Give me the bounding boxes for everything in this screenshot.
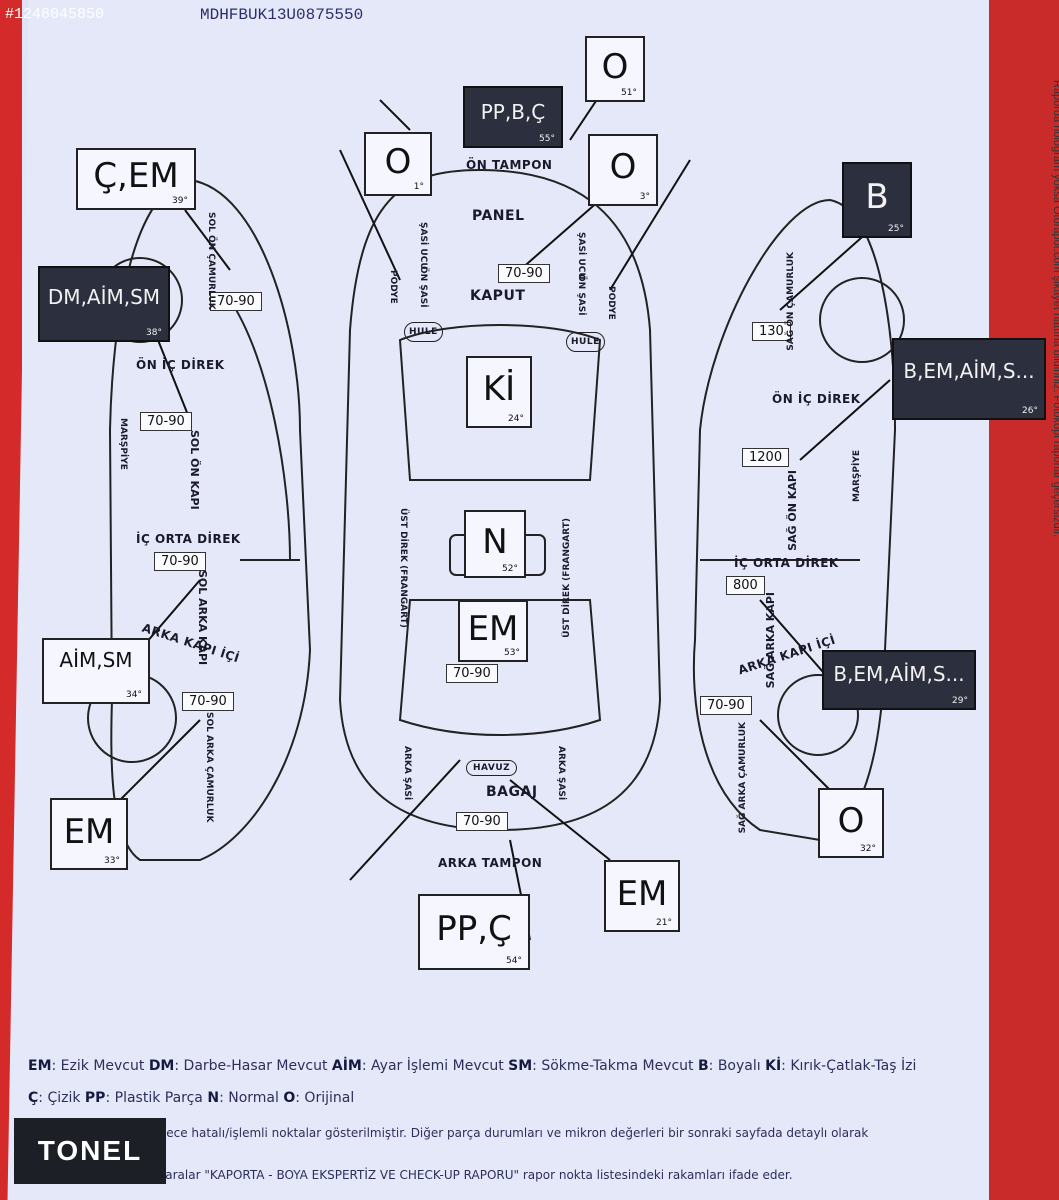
- label-sol-on-kapi: SOL ÖN KAPI: [188, 430, 201, 510]
- label-sasi-ucu-right: ŞASİ UCU: [576, 232, 586, 280]
- label-bagaj: BAGAJ: [486, 784, 538, 800]
- right-red-edge: [989, 0, 1059, 1200]
- legend-value: Ayar İşlemi Mevcut: [371, 1058, 504, 1074]
- label-ic-orta-direk-left: İÇ ORTA DİREK: [136, 532, 241, 546]
- legend-key: N: [207, 1090, 220, 1106]
- photo-id: #1248045850: [5, 6, 105, 23]
- num-sol-arka-camurluk: 70-90: [182, 692, 234, 711]
- label-sag-on-camurluk: SAĞ ÖN ÇAMURLUK: [786, 252, 796, 351]
- label-sol-on-camurluk: SOL ÖN ÇAMURLUK: [206, 212, 216, 310]
- legend-key: Ç: [28, 1090, 39, 1106]
- label-on-sasi-left: ÖN ŞASİ: [418, 266, 428, 308]
- legend-key: EM: [28, 1058, 52, 1074]
- legend-key: DM: [148, 1058, 175, 1074]
- legend-value: Darbe-Hasar Mevcut: [183, 1058, 328, 1074]
- label-arka-sasi-right: ARKA ŞASİ: [556, 746, 566, 801]
- box-sag-on-kapi: B,EM,AİM,S...26°: [892, 338, 1046, 420]
- watermark-logo: TONEL: [14, 1118, 166, 1184]
- label-on-sasi-right: ÖN ŞASİ: [576, 274, 586, 316]
- label-ust-direk-left: ÜST DİREK (FRANGART): [398, 508, 408, 628]
- legend-value: Orijinal: [304, 1090, 355, 1106]
- legend-value: Kırık-Çatlak-Taş İzi: [790, 1058, 917, 1074]
- legend-key: O: [283, 1090, 296, 1106]
- label-hule-right: HULE: [566, 332, 605, 352]
- label-kaput: KAPUT: [470, 288, 526, 304]
- side-disclaimer: Raporda hologram yoksa Otorapor.com şika…: [1051, 80, 1059, 538]
- label-sol-arka-camurluk: SOL ARKA ÇAMURLUK: [204, 712, 214, 823]
- vin-number: MDHFBUK13U0875550: [200, 6, 364, 24]
- legend-value: Ezik Mevcut: [60, 1058, 145, 1074]
- note-2: Not: * Kutulardaki numaralar "KAPORTA - …: [28, 1168, 793, 1182]
- num-sag-arka-camurluk: 70-90: [700, 696, 752, 715]
- label-on-ic-direk-right: ÖN İÇ DİREK: [772, 392, 861, 406]
- num-sol-on-kapi: 70-90: [140, 412, 192, 431]
- num-bagaj: 70-90: [446, 664, 498, 683]
- label-on-tampon: ÖN TAMPON: [466, 158, 553, 172]
- num-sag-arka-kapi: 800: [726, 576, 765, 595]
- num-kaput: 70-90: [498, 264, 550, 283]
- label-hule-left: HULE: [404, 322, 443, 342]
- label-havuz: HAVUZ: [466, 760, 518, 776]
- label-ic-orta-direk-right: İÇ ORTA DİREK: [734, 556, 839, 570]
- num-sol-on-camurluk: 70-90: [210, 292, 262, 311]
- label-sag-arka-kapi: SAĞ ARKA KAPI: [764, 592, 777, 689]
- label-marspiye-right: MARŞPİYE: [852, 450, 862, 502]
- legend-value: Normal: [228, 1090, 279, 1106]
- num-sag-on-kapi: 1200: [742, 448, 790, 467]
- legend-value: Plastik Parça: [114, 1090, 203, 1106]
- label-panel: PANEL: [472, 208, 525, 224]
- legend-line-1: EM: Ezik Mevcut DM: Darbe-Hasar Mevcut A…: [28, 1058, 917, 1074]
- label-marspiye-left: MARŞPİYE: [118, 418, 128, 470]
- right-car-outline: [692, 198, 897, 842]
- legend-key: SM: [508, 1058, 533, 1074]
- label-podye-left: PODYE: [388, 270, 398, 304]
- legend-value: Sökme-Takma Mevcut: [541, 1058, 694, 1074]
- legend-key: B: [697, 1058, 709, 1074]
- legend-line-2: Ç: Çizik PP: Plastik Parça N: Normal O: …: [28, 1090, 355, 1106]
- num-sol-arka-kapi: 70-90: [154, 552, 206, 571]
- label-arka-sasi-left: ARKA ŞASİ: [402, 746, 412, 801]
- right-front-wheel: [819, 277, 905, 363]
- num-arka-tampon: 70-90: [456, 812, 508, 831]
- box-sag-arka-kapi: B,EM,AİM,S...29°: [822, 650, 976, 710]
- label-sag-on-kapi: SAĞ ÖN KAPI: [786, 470, 799, 551]
- label-on-ic-direk-left: ÖN İÇ DİREK: [136, 358, 225, 372]
- right-rear-wheel: [777, 674, 859, 756]
- label-arka-tampon: ARKA TAMPON: [438, 856, 543, 870]
- legend-key: Kİ: [765, 1058, 782, 1074]
- label-sol-arka-kapi: SOL ARKA KAPI: [196, 570, 209, 666]
- num-sag-on-camurluk: 130: [752, 322, 791, 341]
- legend-key: AİM: [331, 1058, 362, 1074]
- legend-value: Çizik: [47, 1090, 81, 1106]
- label-sag-arka-camurluk: SAĞ ARKA ÇAMURLUK: [738, 722, 748, 834]
- label-ust-direk-right: ÜST DİREK (FRANGART): [562, 518, 572, 638]
- legend-key: PP: [84, 1090, 106, 1106]
- label-sasi-ucu-left: ŞASİ UCU: [418, 222, 428, 270]
- legend-value: Boyalı: [717, 1058, 761, 1074]
- label-podye-right: PODYE: [606, 286, 616, 320]
